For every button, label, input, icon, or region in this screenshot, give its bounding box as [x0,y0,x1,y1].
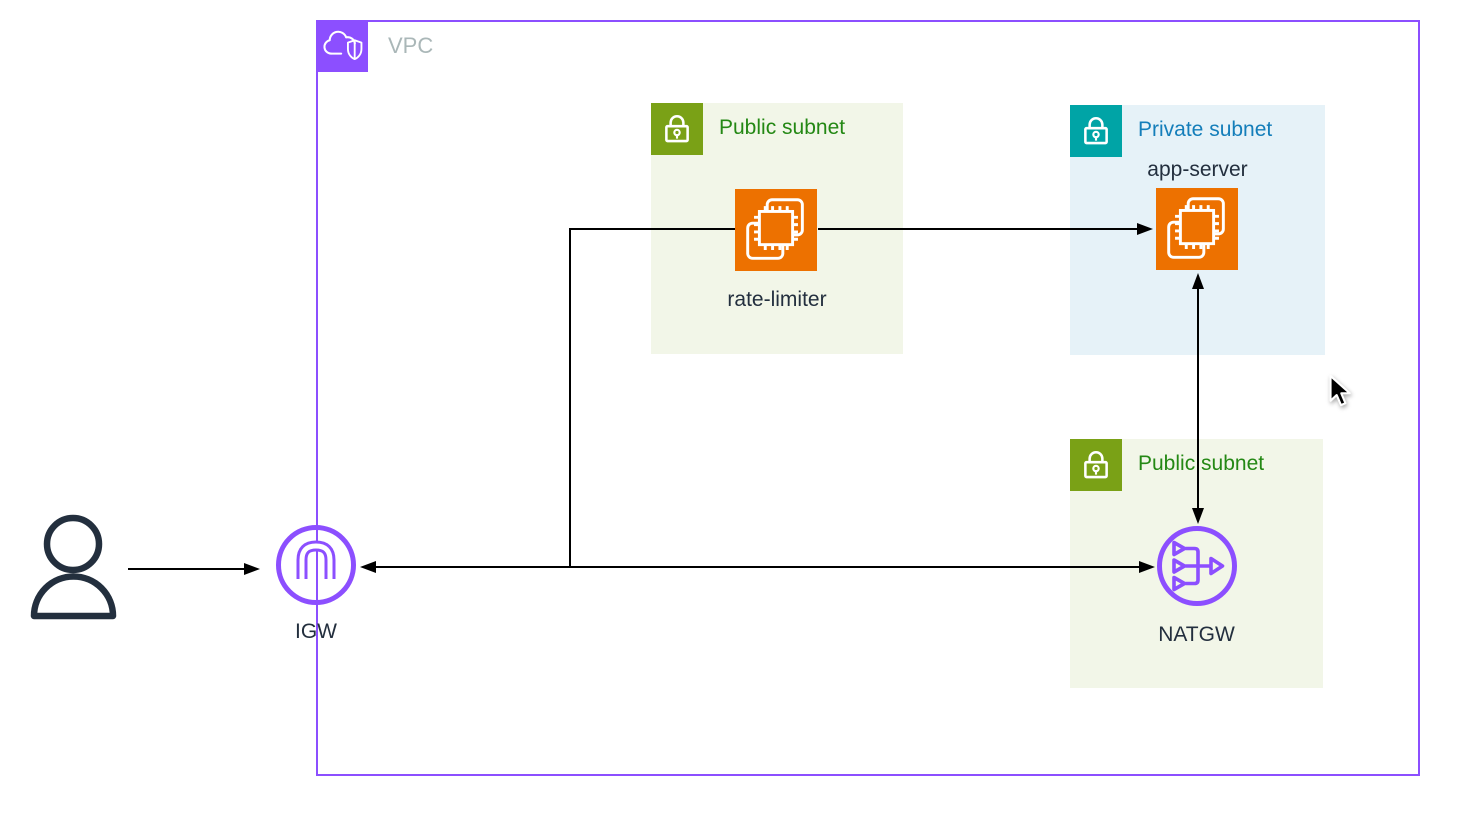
internet-gateway-icon [296,540,336,579]
nat-gateway-node[interactable] [1157,526,1237,606]
internet-gateway-node[interactable] [276,525,356,605]
lock-icon [1070,439,1122,491]
subnet-label: Private subnet [1138,118,1273,141]
vpc-container[interactable] [316,20,1420,776]
public-subnet-bottom[interactable]: Public subnet NATGW [1070,439,1323,688]
ec2-chip-icon [746,198,804,260]
ec2-app-server[interactable] [1156,188,1238,270]
nat-gateway-icon [1172,540,1225,592]
vpc-icon [316,20,368,72]
node-label-rate-limiter: rate-limiter [727,288,827,311]
vpc-label: VPC [388,33,434,58]
subnet-label: Public subnet [719,116,846,139]
mouse-pointer-icon [1329,374,1351,407]
private-subnet[interactable]: Private subnet app-server [1070,105,1325,355]
lock-icon [1070,105,1122,157]
node-label-natgw: NATGW [1158,623,1235,646]
node-label-igw: IGW [295,620,337,643]
public-subnet-top[interactable]: Public subnet rate-limiter [651,103,903,354]
ec2-chip-icon [1167,197,1225,259]
node-label-app-server: app-server [1147,158,1248,181]
lock-icon [651,103,703,155]
ec2-rate-limiter[interactable] [735,189,817,271]
subnet-label: Public subnet [1138,452,1265,475]
user-icon[interactable] [28,510,128,630]
